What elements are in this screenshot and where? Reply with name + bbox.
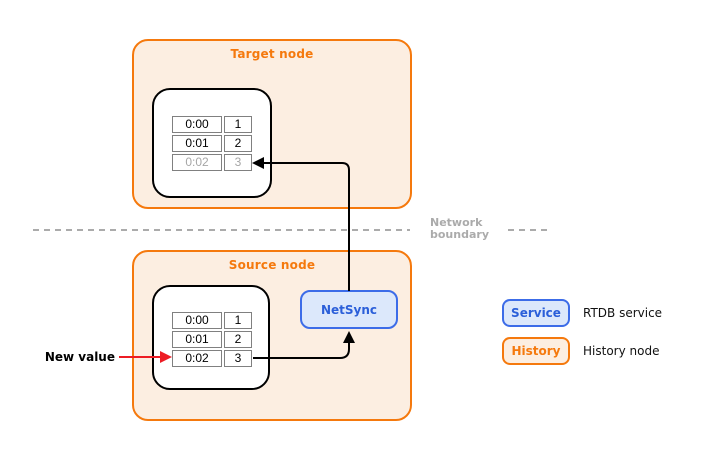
value-cell: 1 [224,116,252,133]
legend-history-box: History [502,337,570,365]
network-boundary-label-line2: boundary [430,228,489,242]
time-cell: 0:00 [172,116,222,133]
value-cell: 3 [224,154,252,171]
table-row: 0:00 1 [172,116,252,133]
legend-history-description: History node [583,344,660,358]
table-row: 0:01 2 [172,331,252,348]
target-node-title: Target node [230,47,314,61]
source-node-title: Source node [228,258,316,272]
new-value-label: New value [44,350,115,364]
netsync-box: NetSync [300,290,398,329]
table-row: 0:00 1 [172,312,252,329]
time-cell: 0:00 [172,312,222,329]
value-cell: 3 [224,350,252,367]
table-row: 0:02 3 [172,350,252,367]
network-boundary-label: Network boundary [430,216,489,242]
table-row: 0:02 3 [172,154,252,171]
legend-service-box: Service [502,299,570,327]
netsync-label: NetSync [320,302,378,317]
network-boundary-label-line1: Network [430,216,483,229]
time-cell: 0:02 [172,350,222,367]
time-cell: 0:01 [172,331,222,348]
table-row: 0:01 2 [172,135,252,152]
time-cell: 0:01 [172,135,222,152]
value-cell: 2 [224,135,252,152]
target-history-table: 0:00 1 0:01 2 0:02 3 [170,114,254,173]
legend-service-label: Service [511,306,561,320]
source-history-table: 0:00 1 0:01 2 0:02 3 [170,310,254,369]
time-cell: 0:02 [172,154,222,171]
legend-history-label: History [511,344,561,358]
value-cell: 1 [224,312,252,329]
legend-service-description: RTDB service [583,306,663,320]
value-cell: 2 [224,331,252,348]
